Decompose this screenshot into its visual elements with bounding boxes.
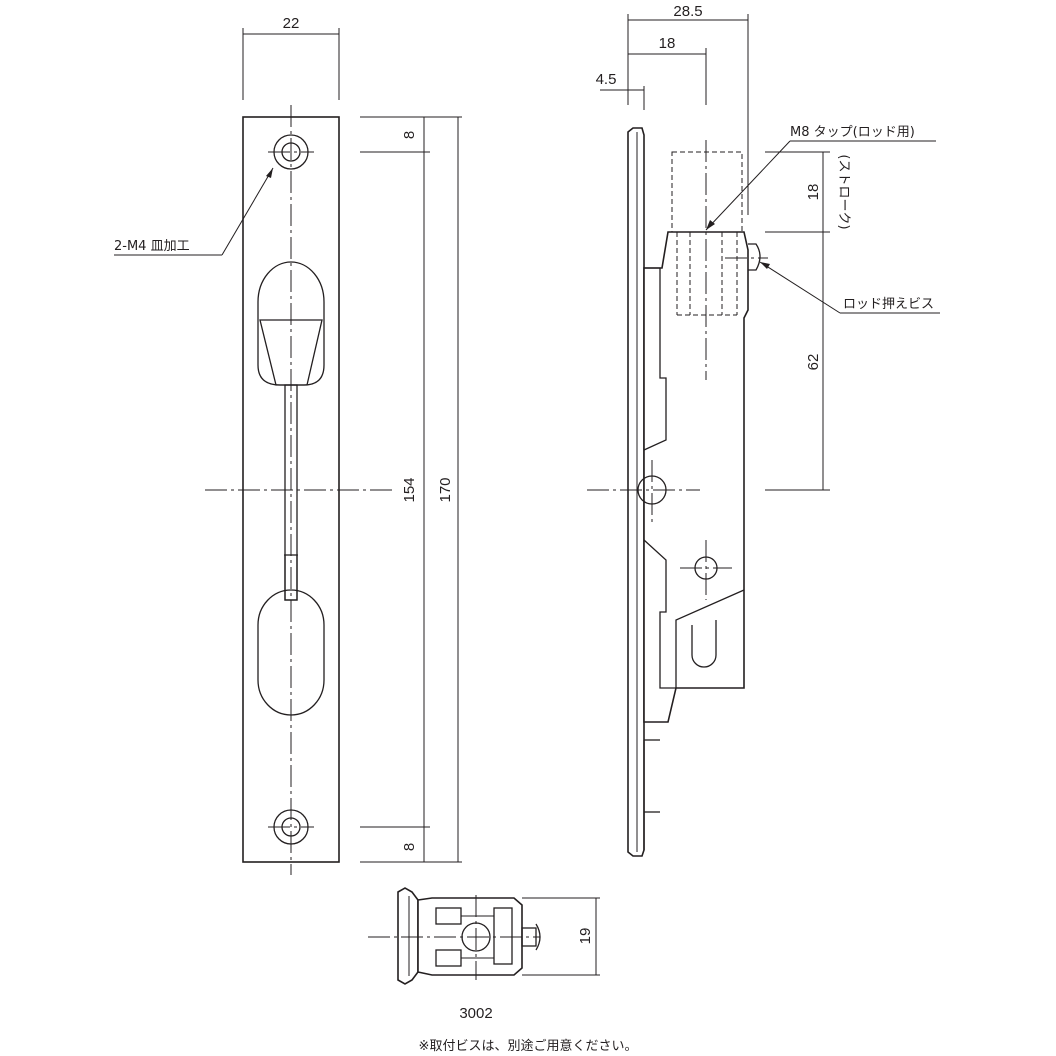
side-faceplate xyxy=(627,127,645,857)
bottom-view: 19 xyxy=(368,887,600,985)
callout-screw-holes: 2-M4 皿加工 xyxy=(114,167,274,256)
dim-8-bottom-text: 8 xyxy=(401,843,418,851)
dim-154-text: 154 xyxy=(401,477,418,502)
callout-rod-screw-text: ロッド押えビス xyxy=(843,297,934,312)
installation-note: ※取付ビスは、別途ご用意ください。 xyxy=(419,1038,638,1054)
model-number: 3002 xyxy=(459,1005,492,1022)
dim-28-5-text: 28.5 xyxy=(673,3,702,20)
bottom-screw-hole xyxy=(268,809,314,845)
dim-19-text: 19 xyxy=(577,928,594,945)
dim-170-text: 170 xyxy=(437,477,454,502)
upper-slot xyxy=(257,261,325,386)
lower-slot xyxy=(257,589,325,716)
side-view: 28.5 18 4.5 18 (ストローク) 62 M8 タップ(ロッド用) ロ… xyxy=(587,3,940,857)
rod-extended-outline xyxy=(671,151,743,233)
lever-knob xyxy=(259,319,323,386)
callout-m8-text: M8 タップ(ロッド用) xyxy=(790,125,915,140)
dim-22-text: 22 xyxy=(283,15,300,32)
top-screw-hole xyxy=(268,134,314,170)
callout-rod-screw: ロッド押えビス xyxy=(759,261,940,314)
dim-front-width: 22 xyxy=(242,15,340,100)
bottom-faceplate xyxy=(397,887,419,985)
callout-m8-tap: M8 タップ(ロッド用) xyxy=(705,125,936,231)
dim-stroke-text: 18 xyxy=(805,184,822,201)
dim-8-top-text: 8 xyxy=(401,131,418,139)
dim-4-5-text: 4.5 xyxy=(596,71,617,88)
rod-screw xyxy=(748,243,761,271)
dim-62-text: 62 xyxy=(805,354,822,371)
stroke-note-text: (ストローク) xyxy=(836,154,851,229)
dim-18-side-text: 18 xyxy=(659,35,676,52)
front-view: 22 8 8 154 170 2-M4 皿加工 xyxy=(114,15,462,875)
callout-2m4-text: 2-M4 皿加工 xyxy=(114,239,190,254)
